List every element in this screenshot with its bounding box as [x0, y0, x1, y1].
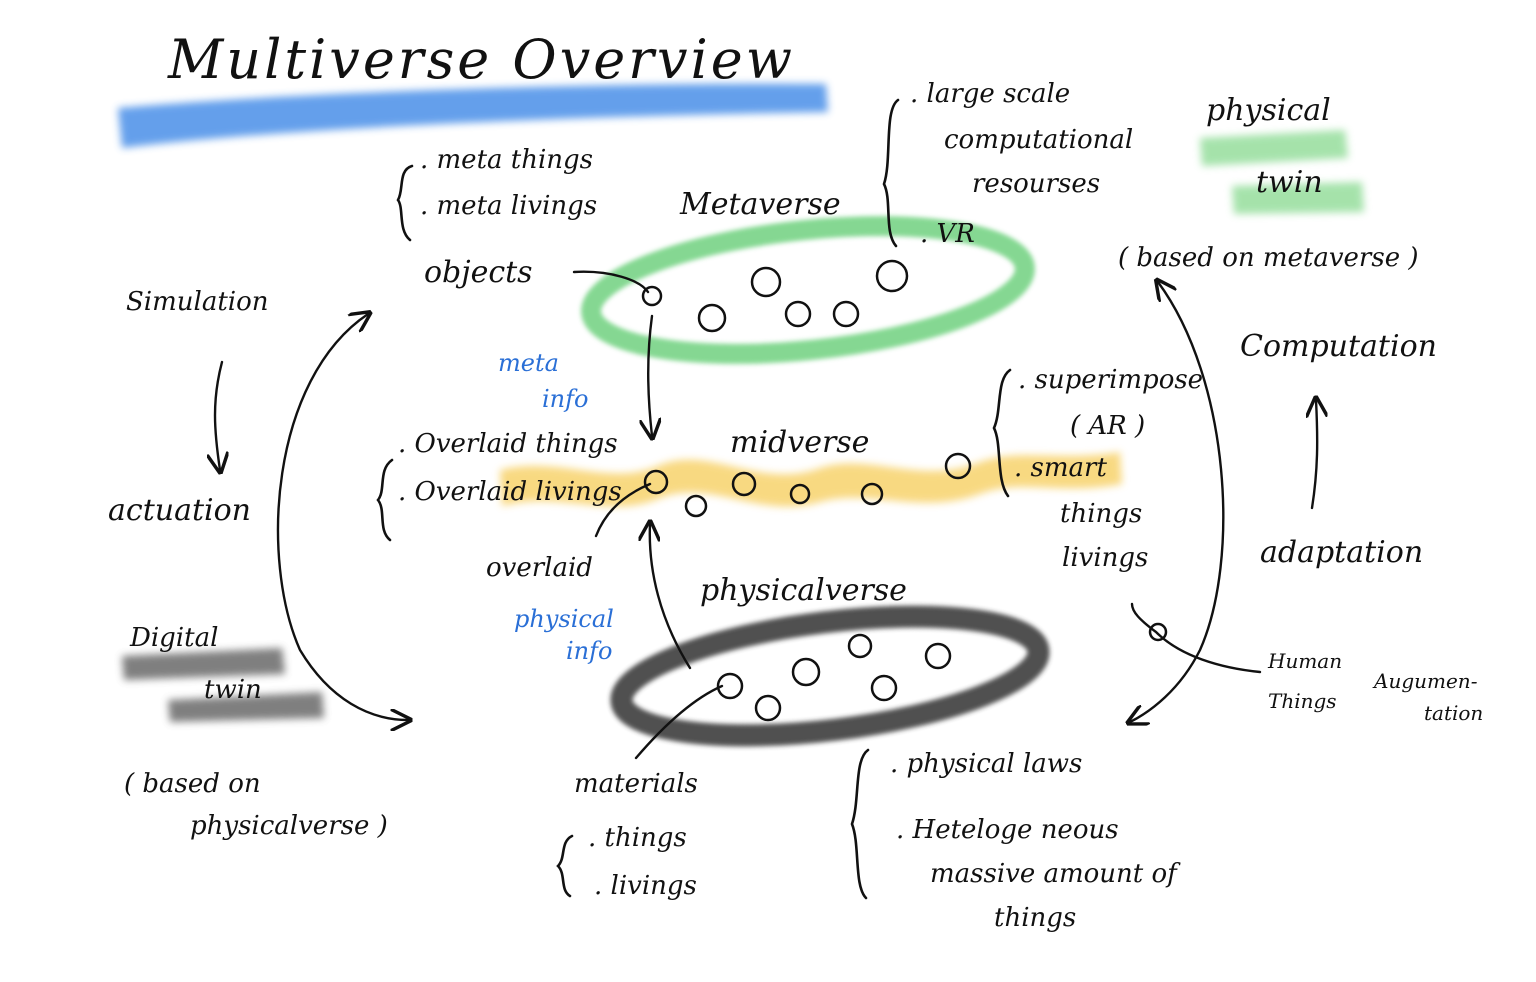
meta-item-livings: . meta livings: [420, 191, 598, 221]
material-item-livings: . livings: [594, 871, 697, 901]
metaverse-label: Metaverse: [680, 187, 841, 222]
physical-twin-highlight-2: [1232, 182, 1364, 214]
title-highlight: [118, 83, 828, 148]
mid-object: [944, 452, 972, 480]
computation-label: Computation: [1240, 329, 1437, 364]
physical-twin-highlight-1: [1200, 130, 1348, 166]
human-label: Human: [1268, 649, 1343, 673]
meta-object: [750, 266, 782, 298]
physical-twin-based-on: ( based on metaverse ): [1118, 243, 1419, 273]
overlaid-pointer: [594, 482, 652, 538]
adaptation-label: adaptation: [1260, 535, 1424, 570]
superimpose-line-2: ( AR ): [1070, 411, 1146, 441]
meta-object: [697, 303, 727, 333]
brace-superimpose: [992, 368, 1012, 498]
physicalverse-label: physicalverse: [700, 573, 907, 608]
physical-twin-line-1: physical: [1206, 93, 1331, 128]
augmentation-line-1: Augumen-: [1374, 669, 1478, 693]
materials-label: materials: [574, 769, 698, 799]
page-title: Multiverse Overview: [168, 28, 795, 91]
mid-object: [860, 482, 884, 506]
resource-line-3: resourses: [972, 169, 1101, 199]
arrow-simulation-actuation: [215, 360, 222, 470]
meta-info-line-1: meta: [498, 349, 559, 377]
smart-things-line: things: [1060, 499, 1143, 529]
digital-twin-based-on-1: ( based on: [124, 769, 261, 799]
materials-pointer: [634, 684, 724, 760]
physical-info-line-2: info: [566, 637, 613, 665]
smart-line: . smart: [1014, 453, 1107, 483]
arrow-meta-to-mid: [648, 314, 652, 436]
resource-line-1: . large scale: [910, 79, 1071, 109]
physicalverse-ring: [610, 605, 1050, 747]
arrow-right-cycle: [1130, 282, 1225, 722]
brace-resources: [882, 98, 900, 248]
midverse-objects: [643, 452, 972, 518]
law-line-3: massive amount of: [930, 859, 1177, 889]
phys-object: [870, 674, 898, 702]
objects-pointer: [572, 270, 650, 294]
meta-object: [875, 259, 909, 293]
material-item-things: . things: [588, 823, 687, 853]
phys-object: [924, 642, 952, 670]
meta-object: [784, 300, 812, 328]
metaverse-objects: [641, 259, 909, 333]
things-label: Things: [1268, 689, 1337, 713]
midverse-label: midverse: [730, 425, 870, 460]
meta-object: [832, 300, 860, 328]
mid-object: [684, 494, 708, 518]
digital-twin-highlight-1: [122, 648, 285, 680]
physical-twin-line-2: twin: [1256, 165, 1323, 200]
law-line-4: things: [994, 903, 1077, 933]
overlaid-label: overlaid: [486, 553, 593, 583]
human-aug-pointer: [1130, 602, 1262, 674]
arrow-phys-to-mid: [650, 524, 692, 670]
mid-object: [643, 469, 669, 495]
connectors: [215, 270, 1317, 760]
brace-meta-items: [396, 164, 414, 242]
phys-object: [754, 694, 782, 722]
phys-object: [716, 672, 744, 700]
resource-line-2: computational: [944, 125, 1134, 155]
phys-object: [791, 657, 821, 687]
overlaid-item-things: . Overlaid things: [398, 429, 618, 459]
digital-twin-highlight-2: [168, 692, 324, 722]
meta-object: [641, 285, 663, 307]
smart-livings-line: livings: [1062, 543, 1149, 573]
physical-info-line-1: physical: [514, 605, 614, 633]
actuation-label: actuation: [108, 493, 251, 528]
objects-label: objects: [424, 255, 533, 290]
metaverse-ring: [581, 216, 1035, 364]
law-line-2: . Heteloge neous: [896, 815, 1119, 845]
overlaid-item-livings: . Overlaid livings: [398, 477, 622, 507]
law-line-1: . physical laws: [890, 749, 1083, 779]
phys-object: [847, 633, 873, 659]
mid-object: [789, 483, 811, 505]
mid-object: [731, 471, 757, 497]
digital-twin-based-on-2: physicalverse ): [190, 811, 388, 841]
arrow-left-cycle: [276, 314, 408, 720]
augmentation-line-2: tation: [1424, 701, 1484, 725]
digital-twin-line-2: twin: [204, 675, 262, 705]
brace-materials: [556, 834, 574, 898]
simulation-label: Simulation: [126, 287, 269, 317]
superimpose-line-1: . superimpose: [1018, 365, 1204, 395]
digital-twin-line-1: Digital: [130, 623, 219, 653]
brace-overlaid: [376, 458, 394, 542]
meta-info-line-2: info: [542, 385, 589, 413]
resource-vr: . VR: [920, 219, 975, 249]
arrow-adaptation-computation: [1312, 400, 1317, 510]
brace-laws: [850, 748, 870, 900]
meta-item-things: . meta things: [420, 145, 594, 175]
